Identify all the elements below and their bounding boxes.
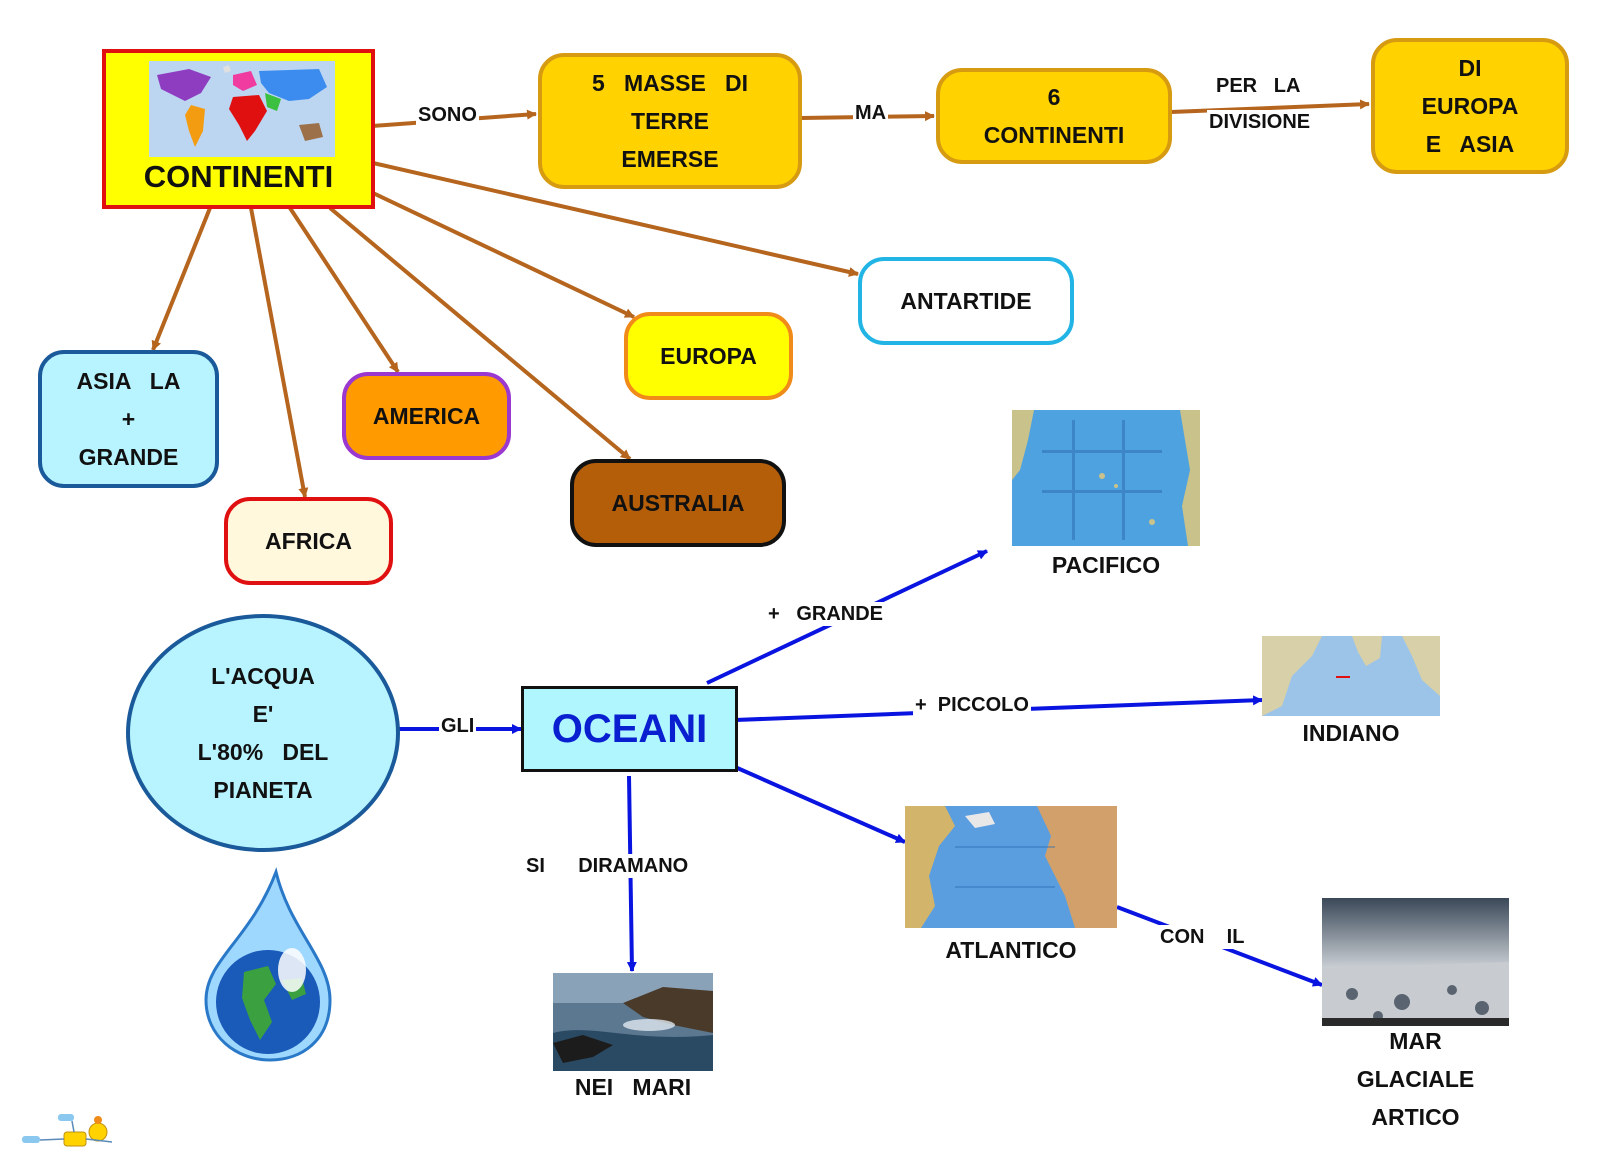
- acqua-line-4: PIANETA: [213, 777, 313, 803]
- continenti-title: CONTINENTI: [143, 159, 334, 194]
- pacific-ocean-map: [1012, 410, 1200, 546]
- glaciale-line-2: GLACIALE: [1356, 1066, 1475, 1092]
- oceani-node[interactable]: OCEANI: [521, 686, 738, 772]
- africa-label: AFRICA: [265, 528, 352, 554]
- link-to-europa: [372, 191, 635, 319]
- label-diramano: SI DIRAMANO: [524, 854, 691, 878]
- america-label: AMERICA: [372, 403, 481, 429]
- link-to-america: [288, 206, 400, 374]
- europa-label: EUROPA: [660, 343, 757, 369]
- label-divisione: DIVISIONE: [1207, 110, 1313, 134]
- oceani-label: OCEANI: [551, 707, 708, 751]
- europa-asia-line-2: EUROPA: [1421, 93, 1519, 119]
- acqua-line-2: E': [252, 701, 274, 727]
- indiano-caption: INDIANO: [1302, 720, 1400, 746]
- masse-line-2: TERRE: [631, 108, 709, 134]
- australia-node[interactable]: AUSTRALIA: [570, 459, 786, 547]
- link-to-africa: [249, 207, 309, 498]
- africa-node[interactable]: AFRICA: [224, 497, 393, 585]
- antartide-label: ANTARTIDE: [900, 288, 1032, 314]
- link-to-antartide: [372, 161, 859, 277]
- europa-asia-line-3: E ASIA: [1425, 131, 1515, 157]
- asia-line-1: ASIA LA: [76, 368, 181, 394]
- pacifico-caption: PACIFICO: [1051, 552, 1161, 578]
- label-gli: GLI: [439, 714, 477, 738]
- link-per-la: [1170, 99, 1370, 114]
- world-map-icon: [149, 61, 335, 157]
- atlantico-caption: ATLANTICO: [945, 937, 1077, 963]
- sea-coast-photo: [553, 973, 713, 1071]
- asia-node[interactable]: ASIA LA + GRANDE: [38, 350, 219, 488]
- acqua-line-3: L'80% DEL: [197, 739, 329, 765]
- masse-line-3: EMERSE: [621, 146, 719, 172]
- australia-label: AUSTRALIA: [611, 490, 745, 516]
- asia-line-2: +: [121, 406, 136, 432]
- america-node[interactable]: AMERICA: [342, 372, 511, 460]
- acqua-line-1: L'ACQUA: [211, 663, 315, 689]
- concept-map-logo-icon: [22, 1114, 113, 1147]
- antartide-node[interactable]: ANTARTIDE: [858, 257, 1074, 345]
- label-sono: SONO: [416, 103, 479, 127]
- continenti-node[interactable]: CONTINENTI: [102, 49, 375, 209]
- acqua-node[interactable]: L'ACQUA E' L'80% DEL PIANETA: [126, 614, 400, 852]
- europa-asia-line-1: DI: [1458, 55, 1482, 81]
- masse-line-1: 5 MASSE DI: [592, 70, 748, 96]
- indian-ocean-map: [1262, 636, 1440, 716]
- label-ma: MA: [853, 101, 889, 125]
- label-piccolo: + PICCOLO: [913, 693, 1031, 717]
- link-to-asia: [151, 207, 212, 351]
- atlantic-ocean-map: [905, 806, 1117, 928]
- europa-asia-node[interactable]: DI EUROPA E ASIA: [1371, 38, 1569, 174]
- glaciale-line-1: MAR: [1389, 1028, 1442, 1054]
- arctic-ice-photo: [1322, 898, 1509, 1026]
- link-to-atlantico: [734, 765, 906, 844]
- earth-water-drop-icon: [204, 866, 332, 1062]
- glaciale-line-3: ARTICO: [1371, 1104, 1460, 1130]
- sei-line-1: 6: [1047, 84, 1061, 110]
- asia-line-3: GRANDE: [78, 444, 179, 470]
- sei-continenti-node[interactable]: 6 CONTINENTI: [936, 68, 1172, 164]
- mari-caption: NEI MARI: [574, 1074, 692, 1100]
- label-per-la: PER LA: [1214, 74, 1303, 98]
- masse-node[interactable]: 5 MASSE DI TERRE EMERSE: [538, 53, 802, 189]
- europa-node[interactable]: EUROPA: [624, 312, 793, 400]
- label-con-il: CON IL: [1158, 925, 1247, 949]
- link-to-australia: [328, 206, 632, 461]
- sei-line-2: CONTINENTI: [983, 122, 1125, 148]
- label-grande: + GRANDE: [766, 602, 886, 626]
- glaciale-caption: MAR GLACIALE ARTICO: [1322, 1022, 1509, 1136]
